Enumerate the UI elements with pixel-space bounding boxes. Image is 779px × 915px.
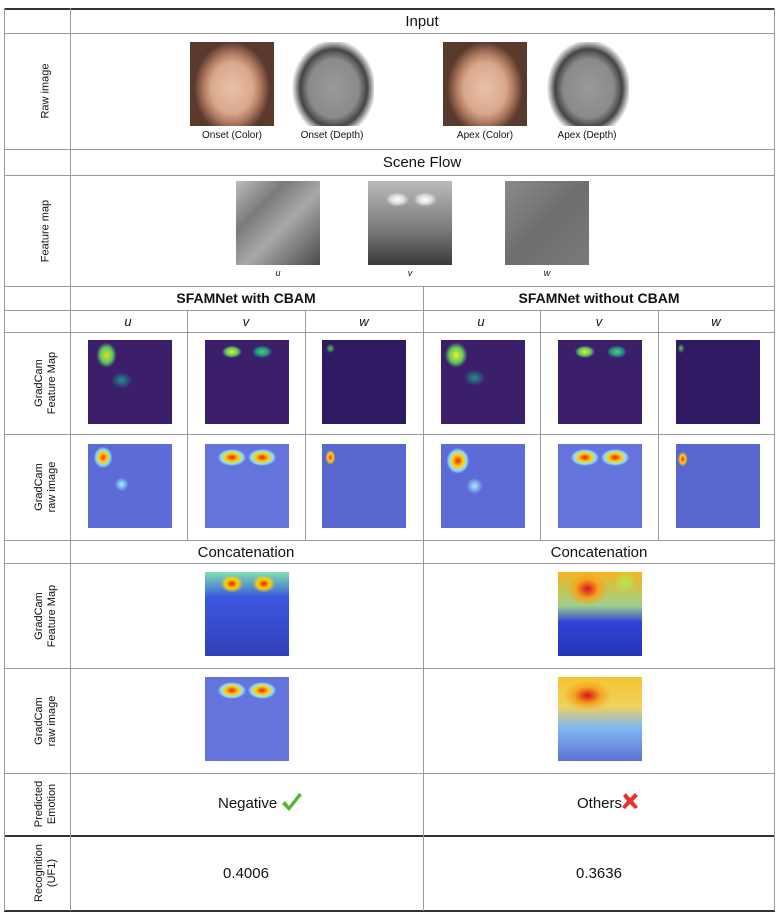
uf1-without-cbam: 0.3636: [576, 865, 622, 882]
check-icon: [282, 793, 302, 811]
gradcam-raw-w-with: [322, 444, 406, 528]
row-label-feature-map: Feature map: [39, 199, 52, 263]
without-cbam-header: SFAMNet without CBAM: [518, 290, 680, 306]
onset-color-image: [190, 42, 274, 126]
cross-icon: [622, 793, 638, 809]
row-label-raw-image: Raw image: [39, 63, 52, 119]
component-header: u: [124, 314, 132, 329]
component-header: v: [595, 314, 603, 329]
gradcam-raw-v-without: [558, 444, 642, 528]
concatenation-left-header: Concatenation: [197, 544, 295, 561]
onset-depth-caption: Onset (Depth): [300, 130, 364, 141]
concat-feature-with: [205, 572, 289, 656]
gradcam-feature-w-with: [322, 340, 406, 424]
predicted-with-cbam: Negative: [218, 795, 278, 812]
input-header: Input: [405, 13, 439, 30]
predicted-without-cbam: Others: [577, 795, 623, 812]
gradcam-feature-u-with: [88, 340, 172, 424]
apex-color-caption: Apex (Color): [456, 130, 514, 141]
gradcam-feature-w-without: [676, 340, 760, 424]
apex-depth-image: [545, 42, 629, 126]
onset-depth-image: [290, 42, 374, 126]
flow-u-image: [236, 181, 320, 265]
flow-v-caption: v: [407, 268, 413, 278]
flow-w-caption: w: [543, 268, 551, 278]
gradcam-feature-v-without: [558, 340, 642, 424]
flow-w-image: [505, 181, 589, 265]
concatenation-right-header: Concatenation: [550, 544, 648, 561]
gradcam-raw-u-with: [88, 444, 172, 528]
gradcam-raw-u-without: [441, 444, 525, 528]
concat-raw-without: [558, 677, 642, 761]
flow-v-image: [368, 181, 452, 265]
gradcam-raw-w-without: [676, 444, 760, 528]
gradcam-feature-v-with: [205, 340, 289, 424]
gradcam-feature-u-without: [441, 340, 525, 424]
uf1-with-cbam: 0.4006: [223, 865, 269, 882]
component-header: u: [477, 314, 485, 329]
apex-color-image: [443, 42, 527, 126]
component-header: w: [711, 314, 721, 329]
component-header: w: [359, 314, 369, 329]
gradcam-raw-v-with: [205, 444, 289, 528]
with-cbam-header: SFAMNet with CBAM: [176, 290, 316, 306]
component-header: v: [242, 314, 250, 329]
row-label-recognition: Recognition(UF1): [33, 843, 58, 903]
apex-depth-caption: Apex (Depth): [557, 130, 617, 141]
onset-color-caption: Onset (Color): [201, 130, 263, 141]
concat-raw-with: [205, 677, 289, 761]
concat-feature-without: [558, 572, 642, 656]
scene-flow-header: Scene Flow: [382, 154, 462, 171]
flow-u-caption: u: [275, 268, 281, 278]
